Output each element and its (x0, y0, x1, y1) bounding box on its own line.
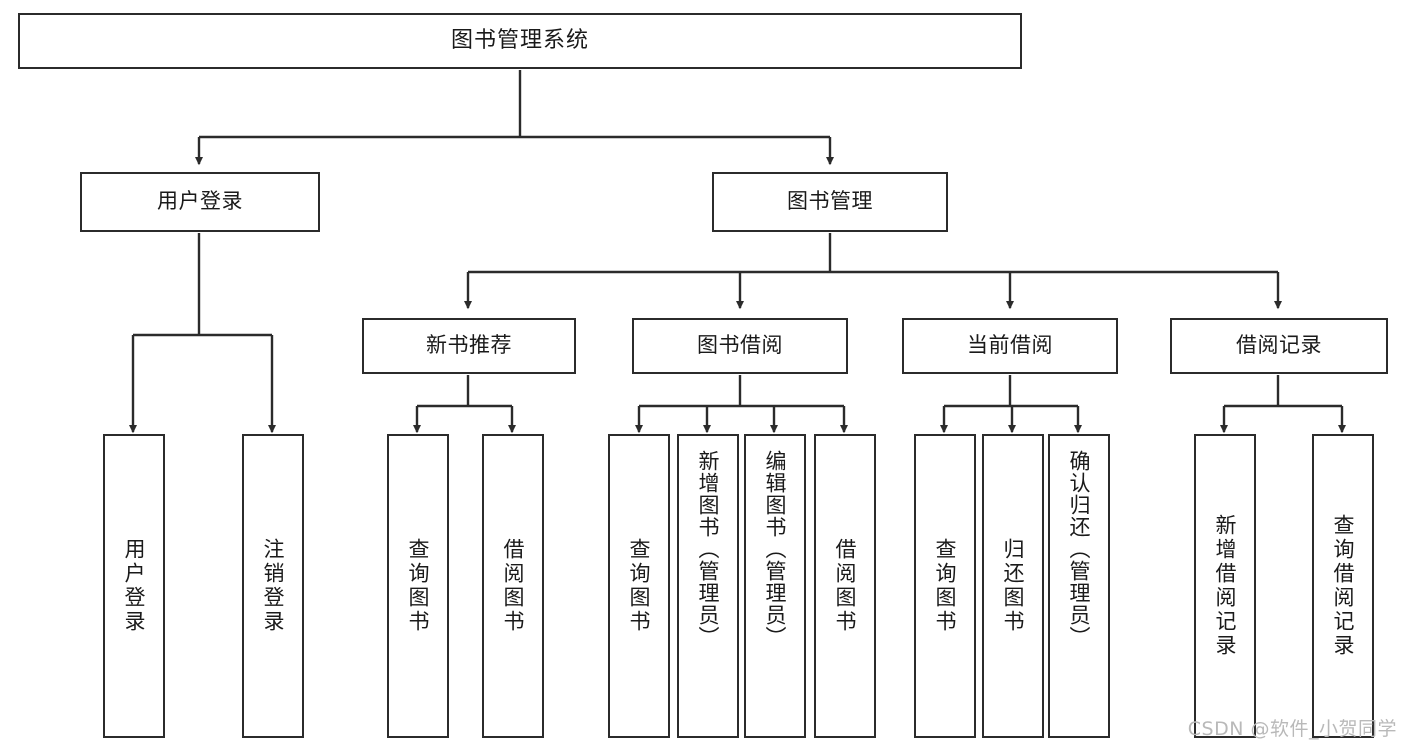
node-label: 图书管理 (787, 189, 873, 214)
node-label: 新书推荐 (426, 333, 512, 358)
node-label: 图书借阅 (697, 333, 783, 358)
leaf-current-borrow-confirm-return[interactable]: 确认归还（管理员） (1048, 434, 1110, 738)
node-label: 借阅图书 (501, 538, 526, 634)
leaf-user-login-logout[interactable]: 注销登录 (242, 434, 304, 738)
node-label: 归还图书 (1001, 538, 1026, 634)
leaf-current-borrow-return[interactable]: 归还图书 (982, 434, 1044, 738)
node-label: 新增图书（管理员） (696, 450, 721, 648)
node-book-borrow[interactable]: 图书借阅 (632, 318, 848, 374)
leaf-book-borrow-edit[interactable]: 编辑图书（管理员） (744, 434, 806, 738)
node-user-login[interactable]: 用户登录 (80, 172, 320, 232)
node-label: 查询图书 (627, 538, 652, 634)
node-label: 编辑图书（管理员） (763, 450, 788, 648)
node-current-borrow[interactable]: 当前借阅 (902, 318, 1118, 374)
leaf-current-borrow-query[interactable]: 查询图书 (914, 434, 976, 738)
leaf-book-borrow-add[interactable]: 新增图书（管理员） (677, 434, 739, 738)
node-root-system[interactable]: 图书管理系统 (18, 13, 1022, 69)
node-label: 查询图书 (406, 538, 431, 634)
node-label: 新增借阅记录 (1213, 514, 1238, 658)
node-label: 用户登录 (122, 538, 147, 634)
leaf-new-book-borrow[interactable]: 借阅图书 (482, 434, 544, 738)
node-borrow-record[interactable]: 借阅记录 (1170, 318, 1388, 374)
node-label: 用户登录 (157, 189, 243, 214)
node-label: 借阅图书 (833, 538, 858, 634)
node-book-management[interactable]: 图书管理 (712, 172, 948, 232)
node-new-book-recommend[interactable]: 新书推荐 (362, 318, 576, 374)
leaf-borrow-record-add[interactable]: 新增借阅记录 (1194, 434, 1256, 738)
leaf-new-book-query[interactable]: 查询图书 (387, 434, 449, 738)
node-label: 查询借阅记录 (1331, 514, 1356, 658)
leaf-borrow-record-query[interactable]: 查询借阅记录 (1312, 434, 1374, 738)
leaf-book-borrow-query[interactable]: 查询图书 (608, 434, 670, 738)
node-label: 当前借阅 (967, 333, 1053, 358)
leaf-book-borrow-borrow[interactable]: 借阅图书 (814, 434, 876, 738)
node-label: 借阅记录 (1236, 333, 1322, 358)
node-label: 注销登录 (261, 538, 286, 634)
node-label: 图书管理系统 (450, 27, 589, 53)
leaf-user-login-login[interactable]: 用户登录 (103, 434, 165, 738)
node-label: 查询图书 (933, 538, 958, 634)
node-label: 确认归还（管理员） (1067, 450, 1092, 648)
